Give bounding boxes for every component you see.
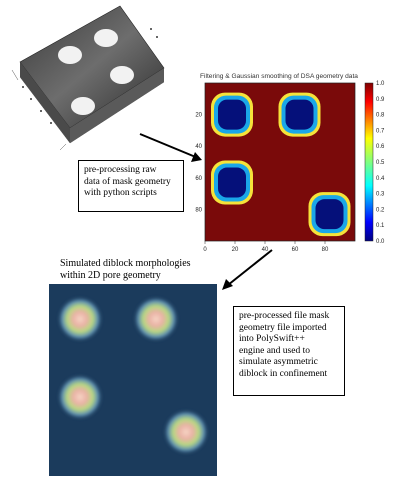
pore-cell-2 [285, 99, 314, 130]
y-tick-label-1: 40 [195, 144, 202, 150]
colorbar-tick-7: 0.3 [376, 192, 385, 198]
polyswift-line-3: into PolySwift++ [239, 334, 305, 344]
pore-white-2 [94, 29, 118, 47]
pore-white-3 [110, 66, 134, 84]
x-tick-label-1: 20 [232, 247, 239, 253]
sim-domain-4 [163, 409, 209, 455]
polyswift-line-6: diblock in confinement [239, 368, 328, 379]
heatmap-y-ticks: 20 40 60 80 [195, 113, 202, 214]
pore-cell-4 [315, 199, 344, 230]
preprocess-annotation-box: pre-processing raw data of mask geometry… [78, 160, 184, 212]
colorbar-tick-8: 0.2 [376, 207, 385, 213]
polyswift-line-2: geometry file imported [239, 322, 327, 333]
colorbar-tick-6: 0.4 [376, 176, 385, 182]
colorbar-ticks: 1.0 0.9 0.8 0.7 0.6 0.5 0.4 0.3 0.2 0.1 0.0 [376, 81, 385, 245]
pore-white-4 [71, 97, 95, 115]
colorbar-tick-3: 0.7 [376, 128, 385, 134]
preprocess-line-2: data of mask geometry [84, 176, 171, 187]
simulation-panel [49, 284, 217, 476]
sim-domain-2 [133, 296, 179, 342]
pore-cell-3 [218, 167, 246, 198]
x-tick-label-3: 60 [292, 247, 299, 253]
colorbar-tick-5: 0.5 [376, 160, 385, 166]
preprocess-line-1: pre-processing raw [84, 165, 157, 175]
colorbar [364, 82, 374, 242]
y-tick-label-3: 80 [195, 207, 202, 213]
y-tick-label-0: 20 [195, 113, 202, 119]
mask-geometry-3d-render [11, 5, 165, 151]
sim-domain-3 [57, 374, 103, 420]
colorbar-tick-1: 0.9 [376, 97, 385, 103]
simulation-caption-line-1: Simulated diblock morphologies [60, 258, 191, 269]
polyswift-line-1: pre-processed file mask [239, 311, 330, 321]
x-tick-label-4: 80 [322, 247, 329, 253]
polyswift-line-5: simulate asymmetric [239, 357, 318, 367]
x-tick-label-0: 0 [203, 247, 207, 253]
colorbar-tick-10: 0.0 [376, 239, 385, 245]
pore-cell-1 [218, 99, 246, 130]
heatmap-x-ticks: 0 20 40 60 80 [203, 241, 329, 253]
arrow-to-simulation [222, 249, 273, 290]
y-tick-label-2: 60 [195, 176, 202, 182]
x-tick-label-2: 40 [262, 247, 269, 253]
heatmap-title: Filtering & Gaussian smoothing of DSA ge… [200, 73, 358, 80]
polyswift-line-4: engine and used to [239, 345, 310, 356]
simulation-caption-line-2: within 2D pore geometry [60, 270, 161, 281]
colorbar-tick-0: 1.0 [376, 81, 385, 87]
colorbar-tick-2: 0.8 [376, 113, 385, 119]
heatmap-pores [211, 92, 351, 237]
pore-white-1 [58, 46, 82, 64]
colorbar-tick-4: 0.6 [376, 144, 385, 150]
arrow-to-heatmap [139, 133, 202, 162]
preprocess-line-3: with python scripts [84, 188, 157, 198]
simulation-caption: Simulated diblock morphologies within 2D… [60, 258, 260, 282]
heatmap-panel: 0 20 40 60 80 20 40 60 80 1.0 0.9 0.8 0.7 0.6 0.5 0.4… [195, 81, 385, 253]
colorbar-tick-9: 0.1 [376, 223, 385, 229]
polyswift-annotation-box: pre-processed file mask geometry file im… [233, 306, 345, 396]
sim-domain-1 [57, 296, 103, 342]
